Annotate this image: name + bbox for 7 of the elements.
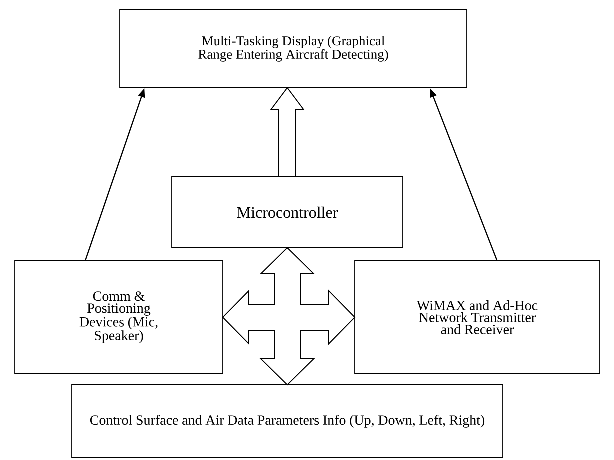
block-arrow [270, 87, 305, 178]
display-box: Multi-Tasking Display (Graphical Range Entering Aircraft Detecting) [120, 10, 468, 88]
network-box: WiMAX and Ad-Hoc Network Transmitter and Receiver [354, 260, 600, 374]
four-way-arrow [222, 247, 356, 386]
device-box: Comm & Positioning Devices (Mic, Speaker) [14, 260, 224, 374]
parameter-box: Control Surface and Air Data Parameters Info (Up, Down, Left, Right) [72, 384, 504, 458]
microcontroller-box: Microcontroller [172, 176, 404, 248]
